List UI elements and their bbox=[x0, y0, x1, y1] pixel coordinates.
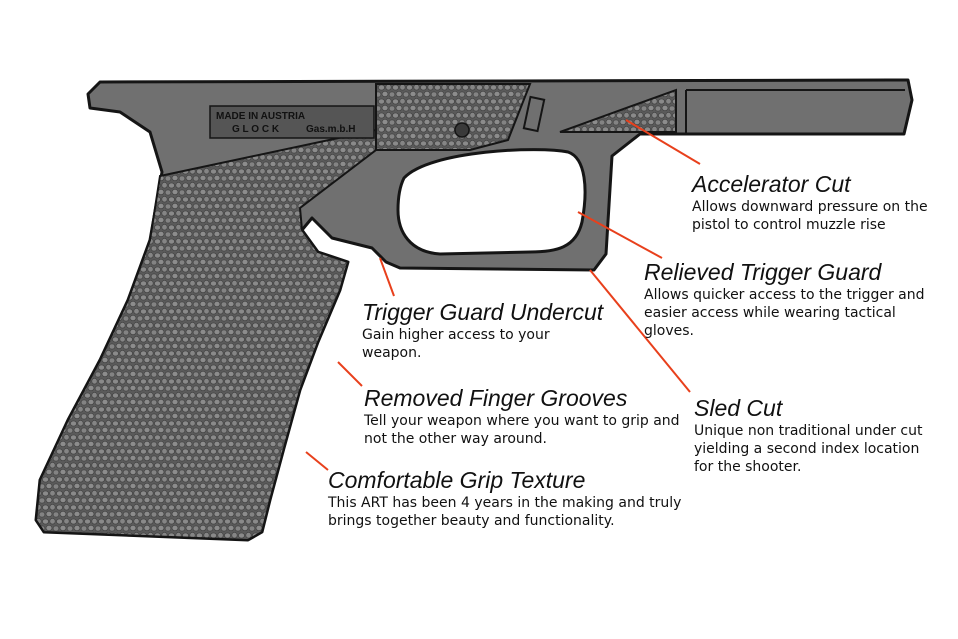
callout-description: Unique non traditional under cut yieldin… bbox=[694, 423, 923, 475]
leader-comfortable-grip-texture bbox=[305, 451, 329, 471]
callout-description: This ART has been 4 years in the making … bbox=[328, 495, 682, 529]
pin-hole bbox=[454, 122, 470, 138]
callout-description: Gain higher access to your weapon. bbox=[362, 327, 550, 361]
leader-removed-finger-grooves bbox=[337, 361, 363, 387]
leader-accelerator-cut bbox=[625, 119, 701, 165]
callout-removed-finger-grooves: Removed Finger Grooves Tell your weapon … bbox=[364, 386, 694, 448]
stamp-line-1: MADE IN AUSTRIA bbox=[216, 111, 305, 122]
callout-title: Relieved Trigger Guard bbox=[644, 259, 882, 285]
stamp-plate bbox=[209, 105, 375, 139]
leader-sled-cut bbox=[589, 269, 691, 393]
stamp-line-2: G L O C K bbox=[232, 124, 280, 135]
callout-accelerator-cut: Accelerator Cut Allows downward pressure… bbox=[692, 172, 952, 234]
grip-texture bbox=[34, 128, 377, 542]
accelerator-cut-texture bbox=[559, 88, 677, 133]
callout-title: Trigger Guard Undercut bbox=[362, 299, 604, 325]
upper-texture-panel bbox=[375, 83, 532, 151]
leader-relieved-trigger-guard bbox=[577, 211, 663, 259]
callout-comfortable-grip-texture: Comfortable Grip Texture This ART has be… bbox=[328, 468, 748, 530]
callout-trigger-guard-undercut: Trigger Guard Undercut Gain higher acces… bbox=[362, 300, 652, 362]
callout-description: Tell your weapon where you want to grip … bbox=[364, 413, 680, 447]
callout-title: Sled Cut bbox=[694, 395, 783, 421]
callout-description: Allows quicker access to the trigger and… bbox=[644, 287, 925, 339]
trigger-guard-opening bbox=[396, 148, 587, 256]
stamp-line-3: Gas.m.b.H bbox=[306, 124, 355, 135]
leader-trigger-guard-undercut bbox=[379, 257, 395, 297]
callout-sled-cut: Sled Cut Unique non traditional under cu… bbox=[694, 396, 934, 476]
callout-relieved-trigger-guard: Relieved Trigger Guard Allows quicker ac… bbox=[644, 260, 944, 340]
frame-slot bbox=[522, 95, 546, 133]
callout-description: Allows downward pressure on the pistol t… bbox=[692, 199, 928, 233]
callout-title: Accelerator Cut bbox=[692, 171, 851, 197]
callout-title: Comfortable Grip Texture bbox=[328, 467, 586, 493]
callout-title: Removed Finger Grooves bbox=[364, 385, 628, 411]
